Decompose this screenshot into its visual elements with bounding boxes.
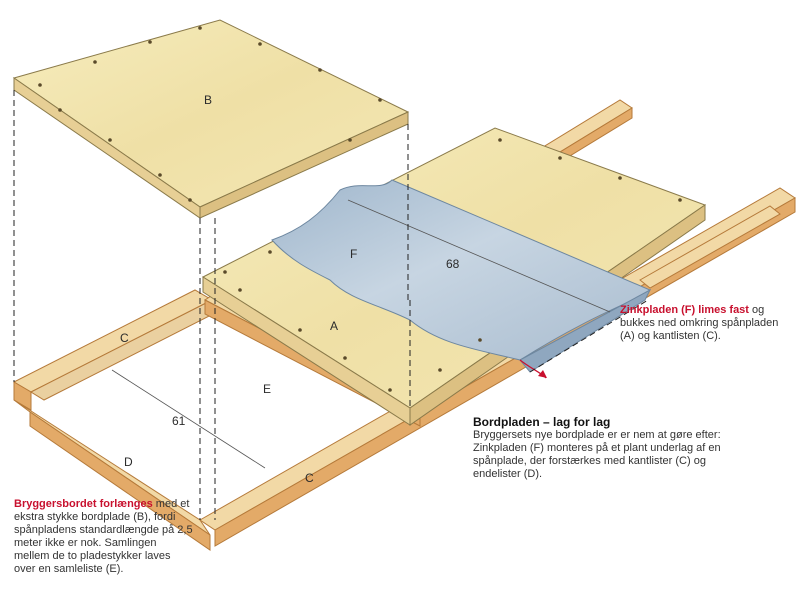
label-c-left: C bbox=[120, 331, 129, 345]
caption-left-lead: Bryggersbordet forlænges bbox=[14, 498, 153, 510]
label-b: B bbox=[204, 93, 212, 107]
label-dim-61: 61 bbox=[172, 414, 186, 428]
label-d: D bbox=[124, 455, 133, 469]
caption-left-body: med et ekstra stykke bordplade (B), ford… bbox=[14, 498, 193, 575]
label-e: E bbox=[263, 382, 271, 396]
zinc-sheet bbox=[271, 179, 652, 379]
label-a: A bbox=[330, 319, 338, 333]
caption-middle-body: Bryggersets nye bordplade er er nem at g… bbox=[473, 429, 721, 480]
caption-right-body: og bukkes ned omkring spånpladen (A) og … bbox=[620, 304, 779, 342]
caption-left: Bryggersbordet forlænges med et ekstra s… bbox=[14, 498, 194, 576]
label-dim-68: 68 bbox=[446, 257, 460, 271]
label-c-bottom: C bbox=[305, 471, 314, 485]
label-f: F bbox=[350, 247, 357, 261]
caption-middle-title: Bordpladen – lag for lag bbox=[473, 415, 611, 429]
board-b bbox=[12, 19, 410, 219]
caption-right-lead: Zinkpladen (F) limes fast bbox=[620, 304, 749, 316]
guide-lines bbox=[13, 90, 649, 520]
caption-right: Zinkpladen (F) limes fast og bukkes ned … bbox=[620, 304, 785, 343]
screws bbox=[38, 26, 682, 392]
